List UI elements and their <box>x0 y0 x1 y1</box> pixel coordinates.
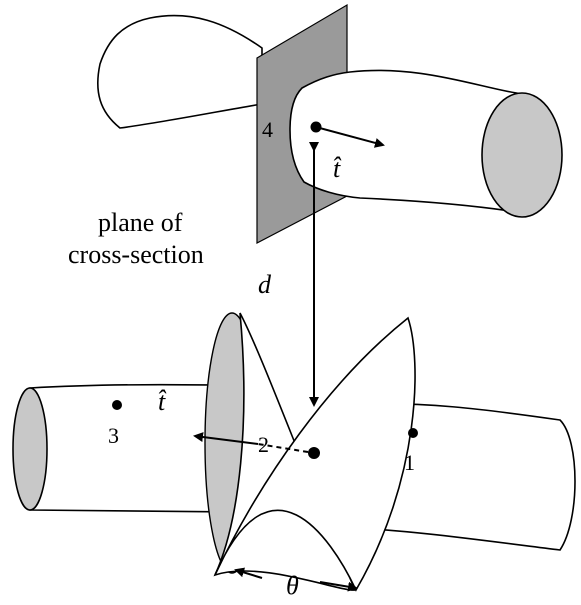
top-tube-left-segment <box>97 14 263 129</box>
point-2-dot <box>308 447 320 459</box>
angle-label: θ <box>286 571 299 600</box>
point-2-label: 2 <box>258 432 269 457</box>
point-1-label: 1 <box>404 450 415 475</box>
tangent-bottom-arrow <box>193 432 259 445</box>
plane-label-line1: plane of <box>98 208 183 237</box>
point-4-label: 4 <box>262 117 273 142</box>
top-tube-end-cap <box>481 92 563 218</box>
top-tube-right-segment <box>289 69 531 215</box>
point-3-dot <box>112 400 122 410</box>
tangent-top-arrow <box>315 126 385 148</box>
top-tube <box>97 3 563 244</box>
tangent-bottom-label: t̂ <box>158 387 167 416</box>
angle-arrow <box>234 567 263 579</box>
point-3-label: 3 <box>108 423 119 448</box>
bottom-tube <box>12 312 576 592</box>
point-1-dot <box>408 428 418 438</box>
bottom-tube-end-cap <box>12 387 48 511</box>
angle-arrow-right <box>319 581 358 592</box>
distance-label: d <box>258 270 272 299</box>
tangent-top-label: t̂ <box>333 154 342 183</box>
plane-label-line2: cross-section <box>68 240 204 269</box>
